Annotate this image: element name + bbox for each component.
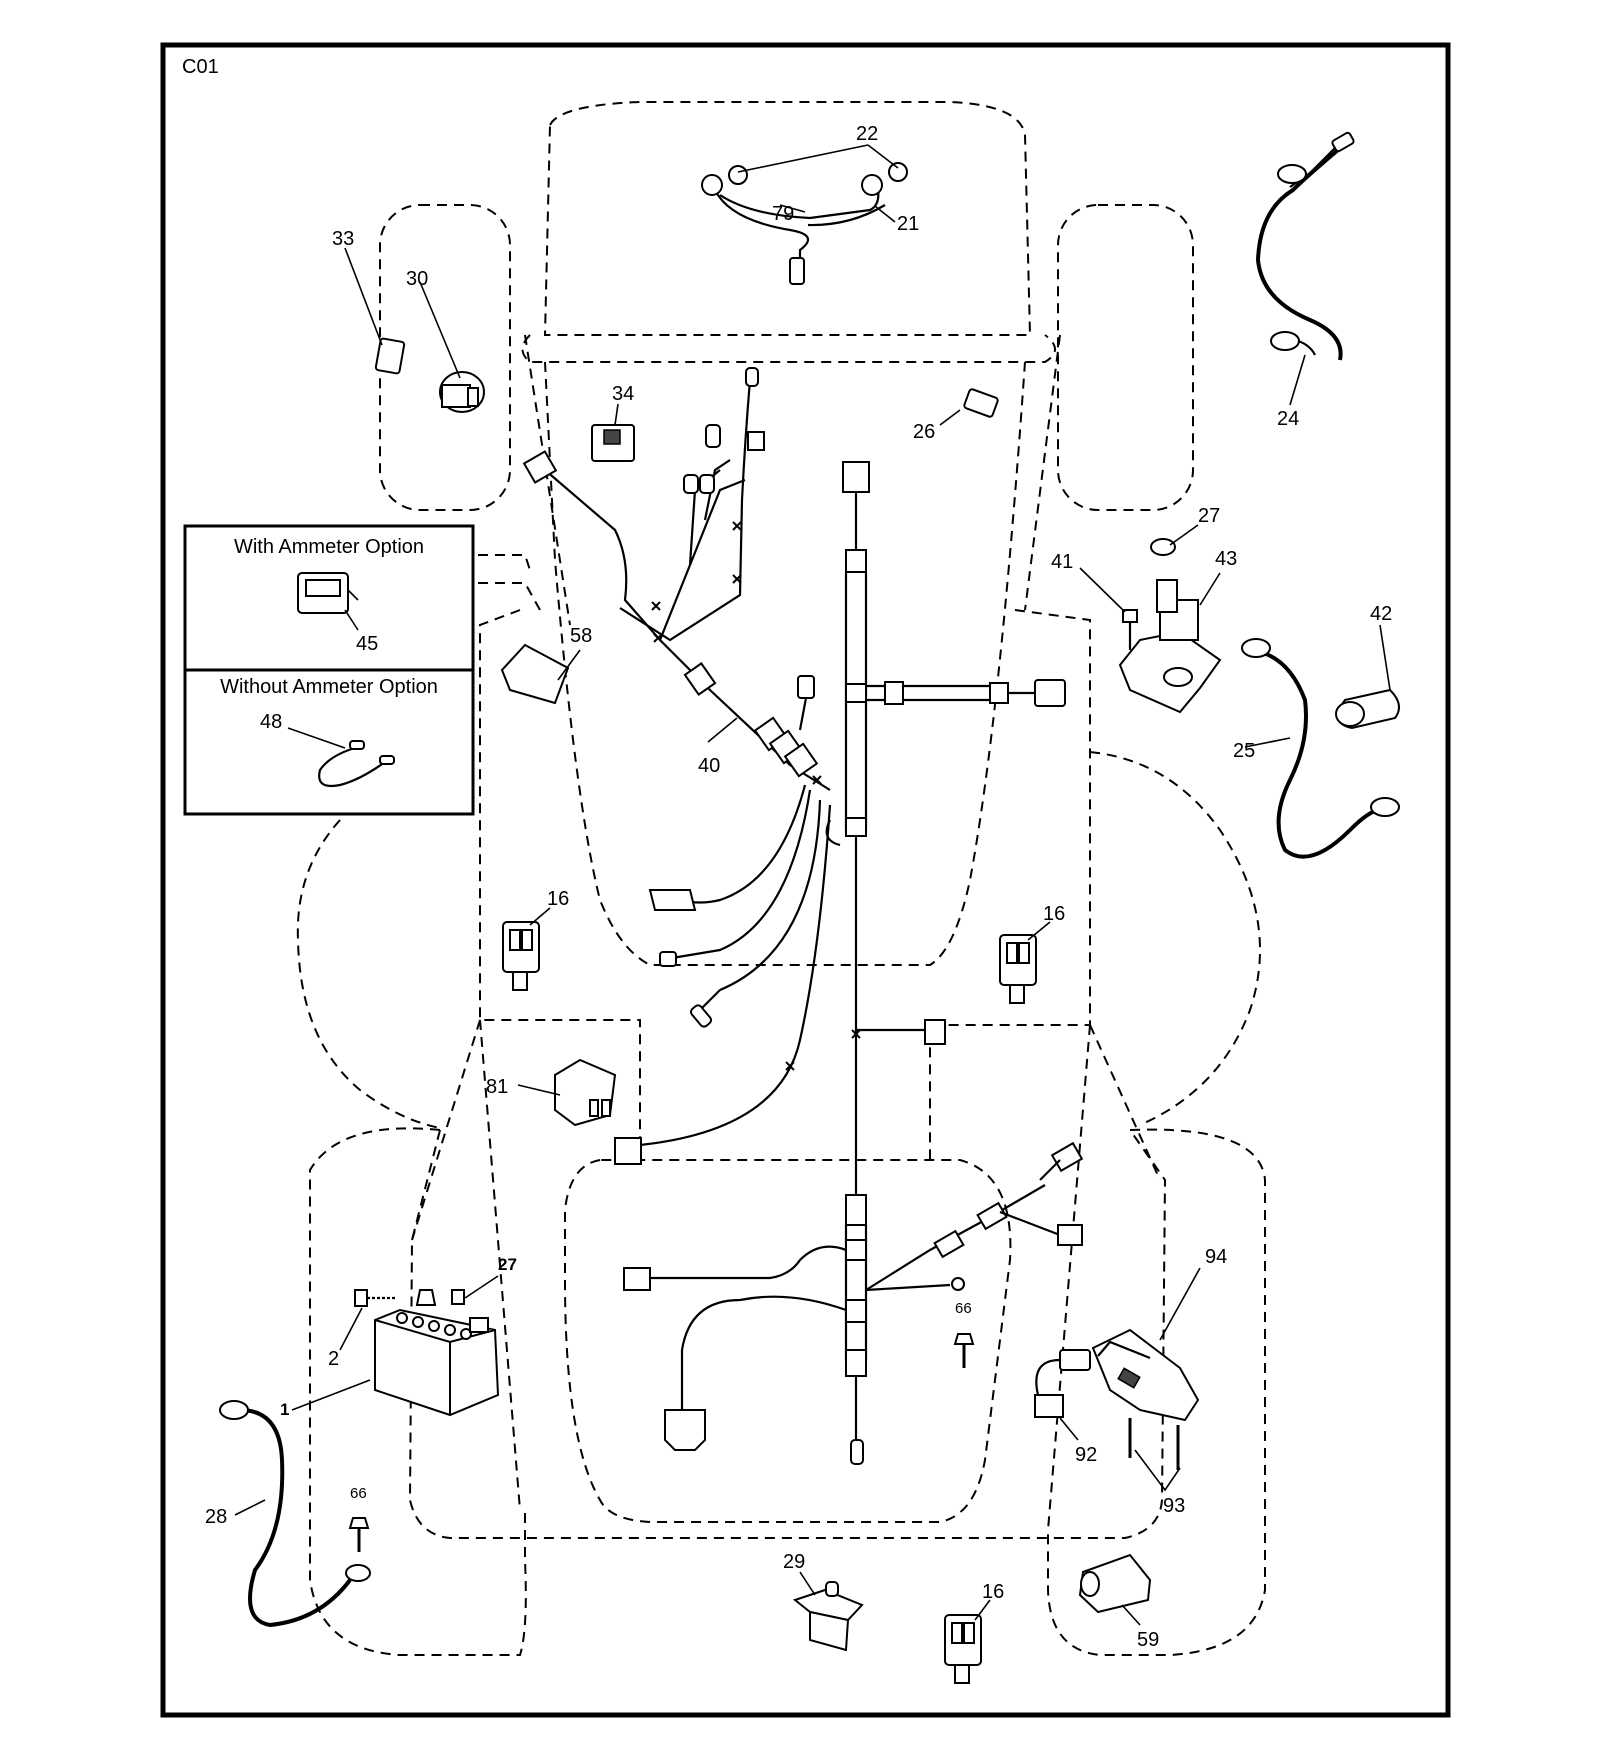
callout-92: 92 (1075, 1444, 1097, 1466)
without-ammeter-title: Without Ammeter Option (220, 676, 438, 698)
callout-48: 48 (260, 711, 282, 733)
harness-dash-connector (522, 450, 558, 484)
pto-switch-part (792, 1581, 864, 1652)
callout-45: 45 (356, 633, 378, 655)
callout-79: 79 (772, 203, 794, 225)
callout-24: 24 (1277, 408, 1299, 430)
callout-29: 29 (783, 1551, 805, 1573)
callout-21: 21 (897, 213, 919, 235)
harness-trunk-top (842, 461, 870, 493)
callout-16-right: 16 (1043, 903, 1065, 925)
diagram-frame (160, 42, 1451, 1718)
plunger-switch-left (502, 921, 540, 991)
terminal-boot-part (1335, 688, 1400, 730)
callout-16-bottom: 16 (982, 1581, 1004, 1603)
right-side-connector (924, 1019, 946, 1045)
screw-parts (1128, 1418, 1180, 1470)
plunger-switch-right (999, 934, 1037, 1004)
callout-59: 59 (1137, 1629, 1159, 1651)
relay-part (554, 1058, 617, 1127)
rear-wiring-harness (623, 1141, 1084, 1465)
callout-81: 81 (486, 1076, 508, 1098)
bolt-part-left (348, 1517, 370, 1552)
ammeter-option-box: With Ammeter Option Without Ammeter Opti… (183, 524, 475, 816)
callout-16-left: 16 (547, 888, 569, 910)
callout-33: 33 (332, 228, 354, 250)
callout-26: 26 (913, 421, 935, 443)
callout-93: 93 (1163, 1495, 1185, 1517)
battery-part (374, 1308, 500, 1417)
harness-connector-e (797, 675, 815, 699)
module-part (500, 643, 570, 705)
with-ammeter-title: With Ammeter Option (234, 536, 424, 558)
callout-58: 58 (570, 625, 592, 647)
battery-cable-part-25 (1241, 638, 1400, 859)
page-code: C01 (182, 56, 219, 78)
battery-nut-part (451, 1289, 465, 1305)
plunger-switch-bottom (944, 1614, 982, 1684)
callout-43: 43 (1215, 548, 1237, 570)
ignition-coil-part (1078, 1553, 1152, 1614)
ignition-key-part (374, 337, 406, 375)
harness-connector-a (683, 662, 717, 696)
jumper-wire-part (318, 740, 395, 788)
lower-left-connector (614, 1137, 642, 1165)
bolt-part-right (953, 1333, 975, 1368)
callout-42: 42 (1370, 603, 1392, 625)
callout-94: 94 (1205, 1246, 1227, 1268)
callout-66-left: 66 (350, 1485, 367, 1502)
callout-27-battery: 27 (498, 1255, 517, 1274)
wire-tie-markers (651, 521, 861, 1071)
ammeter-part (297, 572, 359, 614)
callout-22: 22 (856, 123, 878, 145)
ignition-switch-part (439, 371, 485, 413)
solenoid-part (1118, 538, 1222, 714)
callout-41: 41 (1051, 551, 1073, 573)
callout-2: 2 (328, 1348, 339, 1370)
chassis-outline (296, 101, 1266, 1656)
callout-66-right: 66 (955, 1300, 972, 1317)
battery-cable-part-24 (1255, 131, 1355, 361)
callout-28: 28 (205, 1506, 227, 1528)
fuse-part (963, 388, 999, 418)
callout-27-top: 27 (1198, 505, 1220, 527)
seat-switch-assembly (1034, 1328, 1200, 1422)
solenoid-bolt-part (1122, 609, 1138, 650)
callout-40: 40 (698, 755, 720, 777)
harness-connector-d (783, 742, 819, 778)
battery-bolt-part (354, 1289, 437, 1307)
rocker-switch-part (591, 424, 635, 462)
main-wiring-harness (522, 367, 1066, 1200)
callout-34: 34 (612, 383, 634, 405)
callout-25: 25 (1233, 740, 1255, 762)
callout-1: 1 (280, 1400, 289, 1419)
headlight-harness (701, 144, 908, 285)
callout-30: 30 (406, 268, 428, 290)
battery-cable-part-28 (219, 1400, 371, 1628)
